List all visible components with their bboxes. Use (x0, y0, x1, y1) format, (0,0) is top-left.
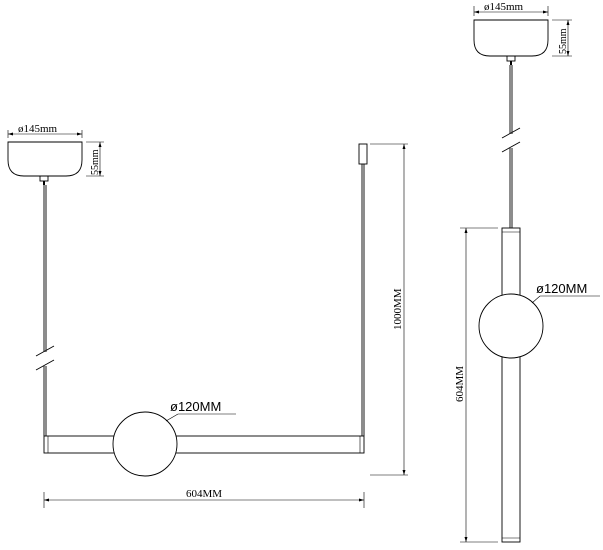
front-sphere-diameter-label: ø120MM (170, 399, 221, 414)
side-canopy-height-label: 55mm (558, 28, 569, 54)
front-canopy-height-label: 55mm (90, 149, 101, 175)
side-canopy-diameter-dimension (473, 6, 549, 16)
front-canopy-diameter-label: ø145mm (18, 123, 58, 135)
side-sphere-leader (531, 295, 600, 304)
side-canopy-diameter-label: ø145mm (484, 1, 524, 13)
front-canopy (7, 141, 83, 185)
side-canopy (473, 19, 549, 65)
front-total-height-label: 1000MM (392, 288, 404, 330)
front-power-cable (358, 143, 368, 436)
side-sphere-diameter-label: ø120MM (536, 281, 587, 296)
side-bar (501, 227, 521, 543)
front-bar (43, 435, 365, 454)
side-bar-length-dimension (460, 227, 498, 543)
side-view: ø145mm 55mm (454, 1, 600, 543)
side-suspension-cable (501, 65, 521, 228)
front-sphere (112, 411, 178, 477)
front-bar-length-dimension (43, 492, 365, 508)
front-sphere-leader (165, 413, 236, 422)
front-bar-length-label: 604MM (186, 488, 222, 500)
side-sphere (478, 293, 544, 359)
front-total-height-dimension (370, 143, 408, 476)
side-bar-length-label: 604MM (454, 366, 466, 402)
front-view: ø145mm 55mm (7, 123, 408, 508)
side-canopy-height-dimension (552, 19, 572, 57)
front-canopy-height-dimension (86, 141, 104, 177)
front-suspension-cable (35, 185, 55, 436)
front-canopy-diameter-dimension (7, 130, 83, 138)
